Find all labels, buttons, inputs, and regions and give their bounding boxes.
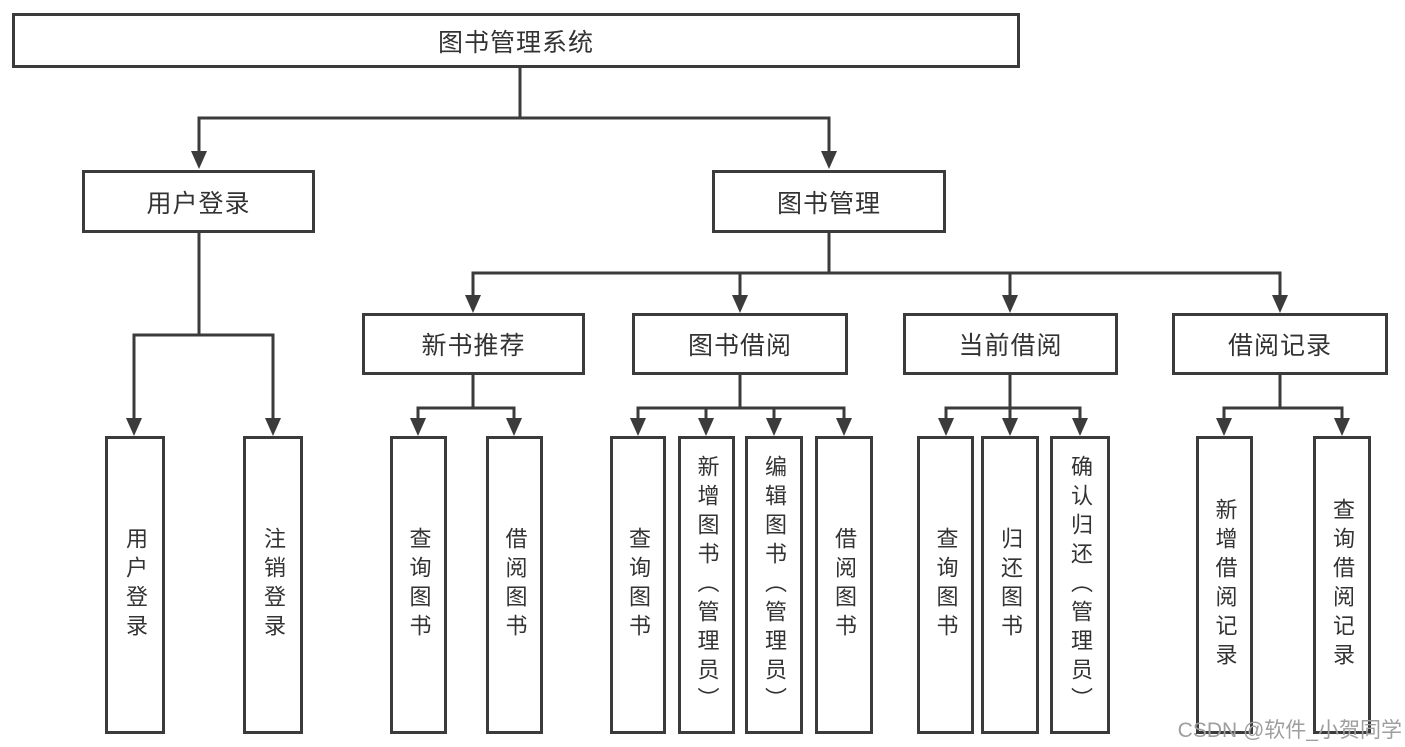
watermark: CSDN @软件_小贺同学 (1177, 719, 1402, 742)
leaf-current-query-books: 查询图书 (917, 436, 974, 734)
connectors-current-borrow (938, 375, 1088, 436)
leaf-records-query-record: 查询借阅记录 (1313, 436, 1371, 734)
leaf-recommend-borrow-books: 借阅图书 (486, 436, 543, 734)
connectors-new-book-recommend (410, 375, 522, 436)
connectors-book-borrow (630, 375, 852, 436)
leaf-borrow-add-books-admin: 新增图书（管理员） (678, 436, 735, 734)
connectors-root (191, 68, 837, 169)
leaf-records-add-record: 新增借阅记录 (1196, 436, 1253, 734)
node-new-book-recommend: 新书推荐 (362, 313, 585, 375)
leaf-borrow-query-books: 查询图书 (610, 436, 666, 734)
connectors-book-management (465, 233, 1288, 313)
leaf-current-confirm-return-admin: 确认归还（管理员） (1050, 436, 1110, 734)
leaf-borrow-borrow-books: 借阅图书 (815, 436, 873, 734)
node-current-borrow: 当前借阅 (903, 313, 1118, 375)
node-user-login: 用户登录 (82, 170, 315, 233)
leaf-borrow-edit-books-admin: 编辑图书（管理员） (745, 436, 803, 734)
node-book-borrow: 图书借阅 (632, 313, 848, 375)
leaf-logout: 注销登录 (243, 436, 303, 734)
connectors-user-login (126, 233, 281, 436)
node-root: 图书管理系统 (12, 13, 1020, 68)
connectors-borrow-records (1216, 375, 1350, 436)
node-borrow-records: 借阅记录 (1172, 313, 1388, 375)
leaf-current-return-books: 归还图书 (981, 436, 1039, 734)
leaf-login: 用户登录 (105, 436, 165, 734)
node-book-management: 图书管理 (712, 170, 946, 233)
leaf-recommend-query-books: 查询图书 (390, 436, 447, 734)
